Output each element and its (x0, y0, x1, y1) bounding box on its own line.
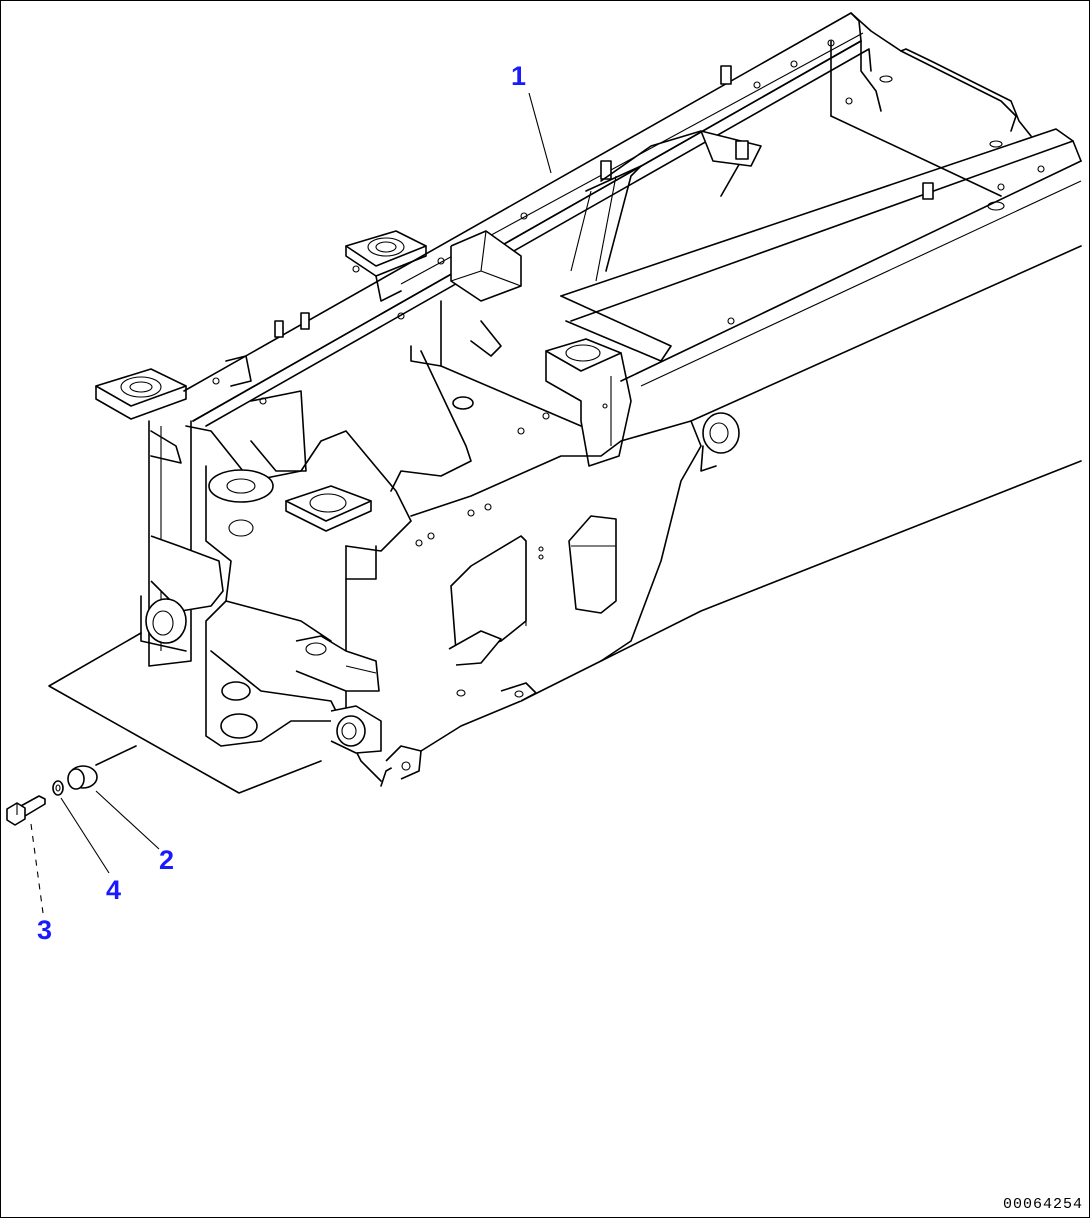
upper-mount-pad-3 (545, 338, 632, 467)
floor-outline (48, 632, 322, 794)
inner-frame-structure (212, 265, 582, 492)
lower-hitch-lug (295, 635, 382, 754)
callout-4: 4 (106, 875, 122, 905)
callout-1: 1 (511, 61, 527, 91)
callout-3: 3 (37, 915, 53, 945)
drawing-number: 00064254 (1002, 1196, 1083, 1213)
middle-cross-member (560, 130, 762, 362)
washer-part-4 (52, 780, 64, 796)
rail-bracket (450, 230, 522, 302)
main-side-plate (380, 412, 740, 787)
lower-side-rail (560, 128, 1082, 662)
bolt-part-3 (6, 795, 46, 826)
upper-mount-pad-2 (95, 368, 187, 420)
upper-mount-pad-1 (345, 230, 427, 302)
leader-lines (30, 92, 552, 914)
spacer-part-2 (67, 765, 98, 790)
upper-side-rail (183, 12, 872, 427)
callout-2: 2 (159, 845, 175, 875)
front-left-column (140, 420, 224, 667)
rear-end-plate (830, 12, 1032, 200)
